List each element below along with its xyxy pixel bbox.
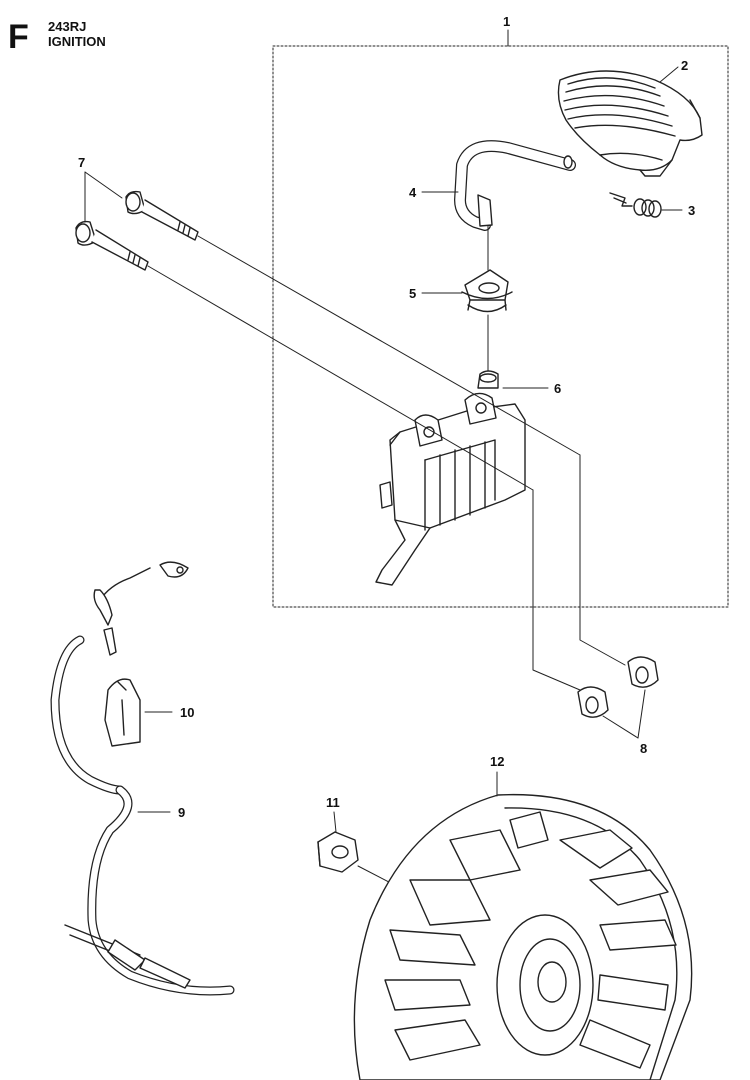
callout-10: 10 <box>180 705 195 720</box>
leader-11 <box>333 811 337 833</box>
leader-2 <box>659 66 679 83</box>
part-nut <box>317 831 359 873</box>
callout-3: 3 <box>688 203 696 218</box>
callout-5: 5 <box>409 286 417 301</box>
callout-8: 8 <box>640 741 648 756</box>
part-spacers <box>577 656 659 718</box>
axis-spacer-right <box>579 454 626 666</box>
part-screws <box>75 190 199 271</box>
model-number: 243RJ <box>48 19 87 34</box>
part-grommet <box>461 269 513 313</box>
leader-8a <box>637 689 646 739</box>
callout-9: 9 <box>178 805 186 820</box>
section-letter: F <box>8 18 29 56</box>
part-wire <box>50 561 235 996</box>
callout-11: 11 <box>326 795 340 810</box>
callout-6: 6 <box>554 381 562 396</box>
axis-screw-upper <box>197 235 581 456</box>
callout-2: 2 <box>681 58 689 73</box>
part-spring <box>609 192 662 218</box>
part-cover <box>557 70 703 177</box>
part-ignition-module <box>375 370 526 586</box>
axis-spacer-left <box>532 489 581 691</box>
axis-screw-lower <box>147 265 534 491</box>
part-clip <box>104 678 141 747</box>
diagram-title: IGNITION <box>48 34 106 49</box>
leader-8b <box>602 715 639 739</box>
callout-4: 4 <box>409 185 417 200</box>
callout-1: 1 <box>503 14 511 29</box>
leader-7b <box>84 171 123 199</box>
part-tube <box>454 140 576 231</box>
part-flywheel <box>353 793 693 1080</box>
assembly-boundary <box>272 45 729 608</box>
callout-7: 7 <box>78 155 86 170</box>
callout-12: 12 <box>490 754 505 769</box>
